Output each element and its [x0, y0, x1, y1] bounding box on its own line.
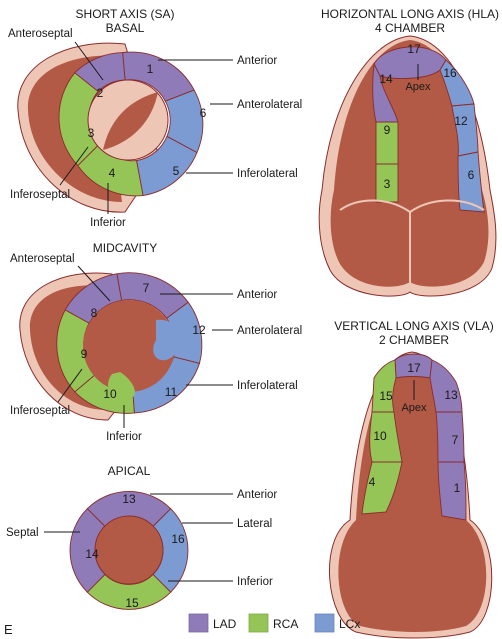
vla-segment-13 — [429, 359, 463, 413]
basal-leader-inferoseptal — [59, 146, 89, 186]
basal-leader-anteroseptal — [74, 41, 104, 81]
apical-short-axis-view: APICAL 13 14 15 16 Anterior Lateral Infe… — [6, 464, 277, 610]
vla-segment-15-number: 15 — [379, 389, 393, 403]
basal-segment-4-number: 4 — [109, 166, 116, 180]
basal-label-inferoseptal: Inferoseptal — [10, 189, 70, 201]
mid-leader-inferoseptal — [57, 368, 83, 403]
apical-label-septal: Septal — [6, 527, 39, 539]
apical-segment-15-number: 15 — [125, 596, 139, 610]
hla-segment-17-number: 17 — [407, 42, 421, 56]
mid-leader-anteroseptal — [77, 265, 111, 302]
hla-four-chamber-view: HORIZONTAL LONG AXIS (HLA) 4 CHAMBER 17 … — [318, 7, 499, 297]
mid-title: MIDCAVITY — [93, 241, 157, 255]
apical-lv-cavity — [94, 515, 164, 585]
legend-swatch-lcx — [314, 613, 335, 633]
vla-segment-15 — [371, 359, 397, 413]
basal-title-line1: SHORT AXIS (SA) — [76, 7, 175, 21]
legend-label-lad: LAD — [213, 617, 237, 631]
mid-label-anterolateral: Anterolateral — [237, 325, 302, 337]
basal-segment-5-number: 5 — [173, 164, 180, 178]
basal-segment-6-number: 6 — [200, 106, 207, 120]
hla-segment-6 — [457, 151, 485, 213]
apical-title: APICAL — [108, 464, 151, 478]
basal-label-anterior: Anterior — [237, 55, 277, 67]
apical-segment-14-number: 14 — [85, 547, 99, 561]
apical-label-inferior: Inferior — [237, 576, 273, 588]
mid-label-inferoseptal: Inferoseptal — [10, 405, 70, 417]
basal-segment-5 — [136, 135, 198, 197]
mid-label-inferior: Inferior — [106, 431, 142, 443]
hla-title-line1: HORIZONTAL LONG AXIS (HLA) — [321, 7, 499, 21]
hla-segment-3-number: 3 — [384, 177, 391, 191]
vla-title-line1: VERTICAL LONG AXIS (VLA) — [334, 319, 493, 333]
apical-segment-16-number: 16 — [171, 532, 185, 546]
basal-label-inferior: Inferior — [90, 217, 126, 229]
mid-segment-8 — [64, 273, 123, 324]
mid-segment-11-number: 11 — [165, 385, 178, 399]
hla-segment-6-number: 6 — [468, 168, 475, 182]
mid-segment-8-number: 8 — [91, 306, 98, 320]
basal-mitral-valve — [103, 92, 158, 150]
hla-segment-9-number: 9 — [384, 123, 391, 137]
mid-segment-12-number: 12 — [192, 323, 206, 337]
vla-title-line2: 2 CHAMBER — [379, 333, 449, 347]
apical-label-anterior: Anterior — [237, 489, 277, 501]
vla-segment-10-number: 10 — [373, 429, 387, 443]
hla-av-plane — [339, 199, 485, 214]
mid-segment-10-number: 10 — [103, 387, 117, 401]
hla-segment-12-number: 12 — [454, 114, 468, 128]
mid-segment-9-number: 9 — [81, 347, 88, 361]
basal-segment-2 — [74, 52, 126, 93]
hla-segment-14-number: 14 — [379, 72, 393, 86]
vla-segment-1 — [437, 461, 467, 521]
basal-label-inferolateral: Inferolateral — [237, 168, 298, 180]
midcavity-short-axis-view: MIDCAVITY 7 8 9 10 11 12 Anteroseptal An… — [10, 241, 302, 443]
vla-segment-17-number: 17 — [407, 361, 421, 375]
mid-segment-7-number: 7 — [143, 281, 150, 295]
basal-short-axis-view: SHORT AXIS (SA) BASAL 1 2 3 4 5 6 Antero… — [8, 7, 302, 229]
mid-label-inferolateral: Inferolateral — [237, 380, 298, 392]
vla-segment-1-number: 1 — [454, 481, 461, 495]
mid-papillary-lateral — [153, 319, 181, 361]
vla-segment-13-number: 13 — [444, 388, 458, 402]
basal-label-anteroseptal: Anteroseptal — [8, 28, 73, 40]
legend-swatch-lad — [188, 613, 209, 633]
legend-swatch-rca — [248, 613, 269, 633]
basal-label-anterolateral: Anterolateral — [237, 99, 302, 111]
hla-segment-16-number: 16 — [443, 66, 457, 80]
panel-letter: E — [4, 622, 13, 637]
mid-papillary-inferior — [108, 372, 135, 400]
hla-segment-3 — [375, 163, 399, 203]
basal-segment-2-number: 2 — [97, 86, 104, 100]
legend-label-rca: RCA — [273, 617, 298, 631]
vla-segment-4-number: 4 — [369, 475, 376, 489]
apical-segment-13-number: 13 — [122, 492, 136, 506]
vla-two-chamber-view: VERTICAL LONG AXIS (VLA) 2 CHAMBER 17 15… — [328, 319, 494, 639]
hla-myocardium — [330, 40, 489, 287]
vla-segment-4 — [361, 461, 403, 515]
basal-segment-1-number: 1 — [147, 62, 154, 76]
basal-segment-6 — [164, 89, 204, 154]
legend-label-lcx: LCx — [339, 617, 360, 631]
vla-segment-7-number: 7 — [452, 433, 459, 447]
mid-lv-cavity — [83, 300, 175, 392]
vla-apex-label: Apex — [401, 402, 427, 414]
mid-label-anteroseptal: Anteroseptal — [10, 253, 75, 265]
hla-apex-label: Apex — [405, 81, 431, 93]
vla-segment-7 — [435, 411, 465, 463]
territory-legend: LAD RCA LCx — [188, 613, 360, 633]
mid-label-anterior: Anterior — [237, 289, 277, 301]
basal-title-line2: BASAL — [106, 21, 145, 35]
basal-segment-3-number: 3 — [88, 126, 95, 140]
hla-title-line2: 4 CHAMBER — [375, 21, 445, 35]
apical-label-lateral: Lateral — [237, 518, 272, 530]
